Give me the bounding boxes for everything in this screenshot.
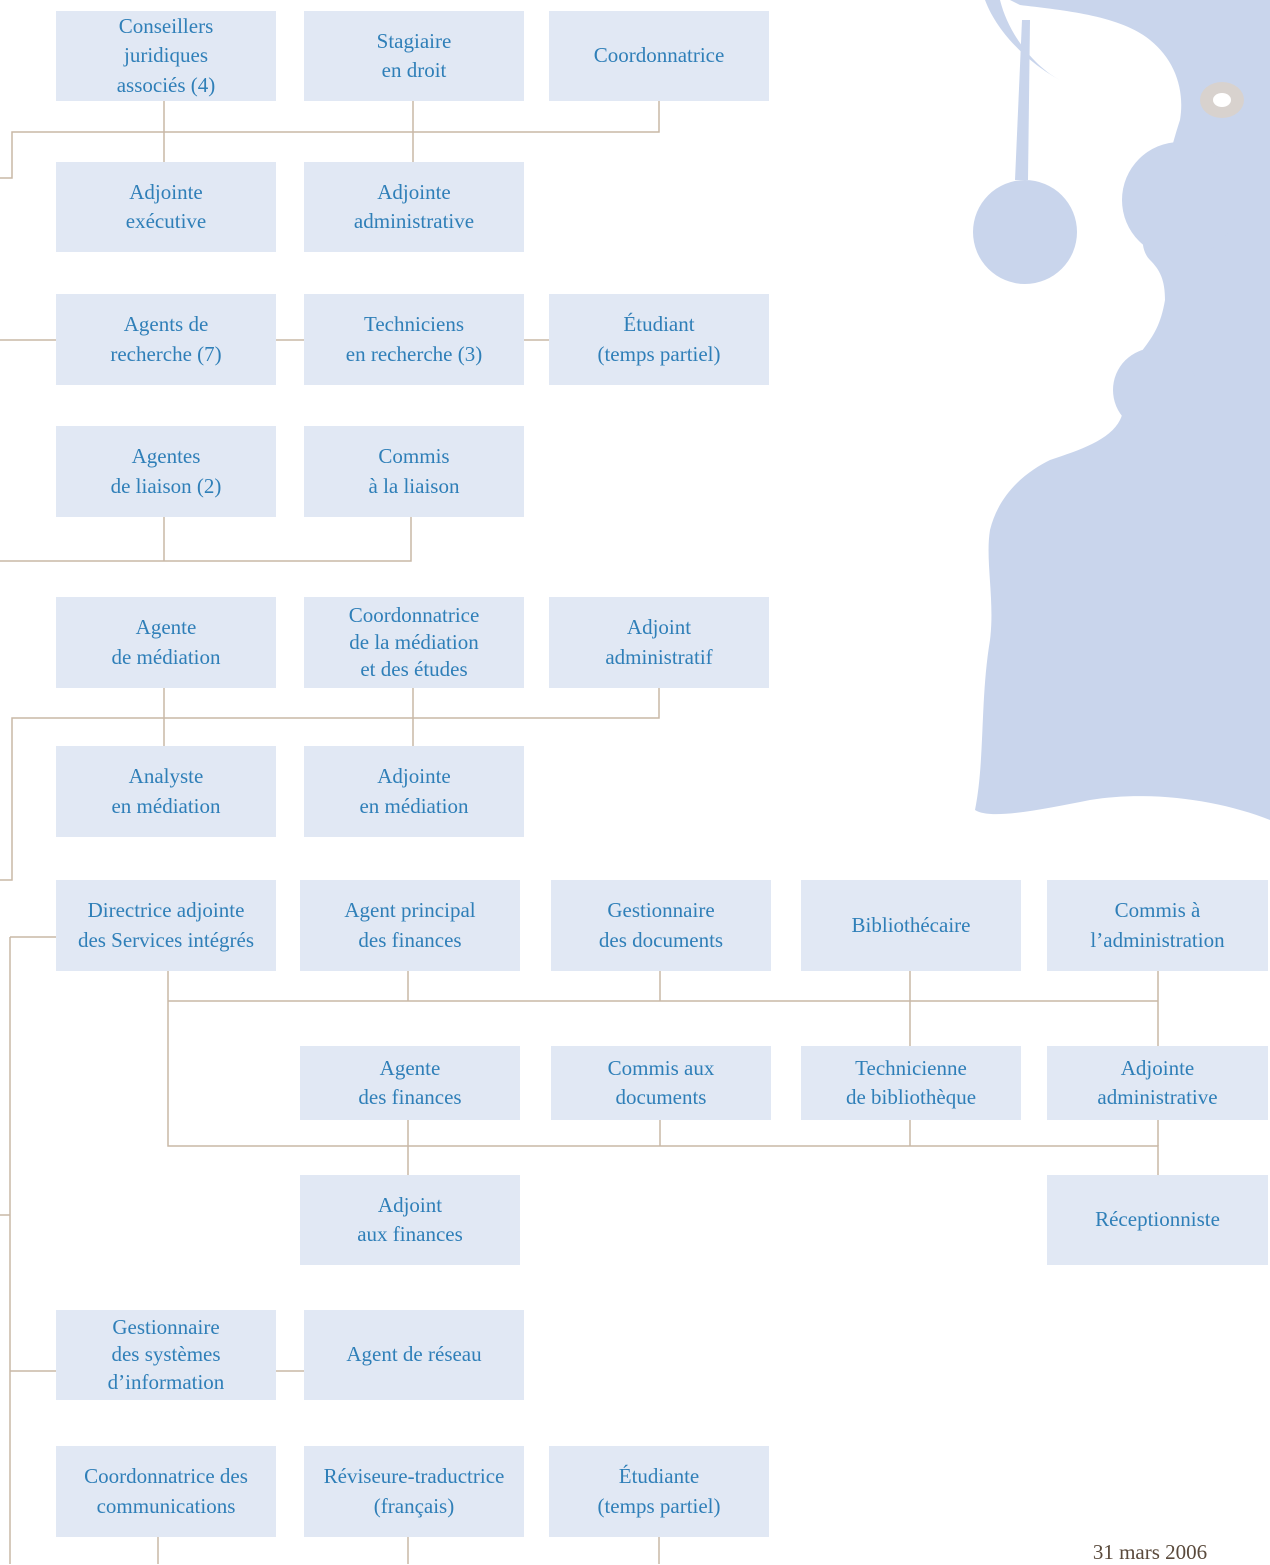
- box-gestionnaire-des-systemes-d-information: Gestionnaire des systèmes d’information: [56, 1310, 276, 1400]
- box-adjointe-administrative-1: Adjointe administrative: [304, 162, 524, 252]
- date-label: 31 mars 2006: [1092, 1540, 1208, 1564]
- box-analyste-en-mediation: Analyste en médiation: [56, 746, 276, 837]
- box-etudiante-temps-partiel: Étudiante (temps partiel): [549, 1446, 769, 1537]
- box-agent-principal-des-finances: Agent principal des finances: [300, 880, 520, 971]
- box-adjointe-executive: Adjointe exécutive: [56, 162, 276, 252]
- box-coordonnatrice: Coordonnatrice: [549, 11, 769, 101]
- box-gestionnaire-des-documents: Gestionnaire des documents: [551, 880, 771, 971]
- box-adjointe-administrative-2: Adjointe administrative: [1047, 1046, 1268, 1120]
- box-reviseure-traductrice: Réviseure-traductrice (français): [304, 1446, 524, 1537]
- box-commis-a-l-administration: Commis à l’administration: [1047, 880, 1268, 971]
- box-adjointe-en-mediation: Adjointe en médiation: [304, 746, 524, 837]
- box-agents-de-recherche: Agents de recherche (7): [56, 294, 276, 385]
- box-agente-de-mediation: Agente de médiation: [56, 597, 276, 688]
- box-commis-aux-documents: Commis aux documents: [551, 1046, 771, 1120]
- box-commis-a-la-liaison: Commis à la liaison: [304, 426, 524, 517]
- box-techniciens-en-recherche: Techniciens en recherche (3): [304, 294, 524, 385]
- box-adjoint-administratif: Adjoint administratif: [549, 597, 769, 688]
- box-etudiant-temps-partiel: Étudiant (temps partiel): [549, 294, 769, 385]
- box-agente-des-finances: Agente des finances: [300, 1046, 520, 1120]
- box-stagiaire-en-droit: Stagiaire en droit: [304, 11, 524, 101]
- box-technicienne-de-bibliotheque: Technicienne de bibliothèque: [801, 1046, 1021, 1120]
- box-bibliothecaire: Bibliothécaire: [801, 880, 1021, 971]
- box-receptionniste: Réceptionniste: [1047, 1175, 1268, 1265]
- box-coordonnatrice-mediation-etudes: Coordonnatrice de la médiation et des ét…: [304, 597, 524, 688]
- box-directrice-adjointe-services-integres: Directrice adjointe des Services intégré…: [56, 880, 276, 971]
- box-coordonnatrice-des-communications: Coordonnatrice des communications: [56, 1446, 276, 1537]
- box-conseillers-juridiques-associes: Conseillers juridiques associés (4): [56, 11, 276, 101]
- box-adjoint-aux-finances: Adjoint aux finances: [300, 1175, 520, 1265]
- box-agentes-de-liaison: Agentes de liaison (2): [56, 426, 276, 517]
- box-agent-de-reseau: Agent de réseau: [304, 1310, 524, 1400]
